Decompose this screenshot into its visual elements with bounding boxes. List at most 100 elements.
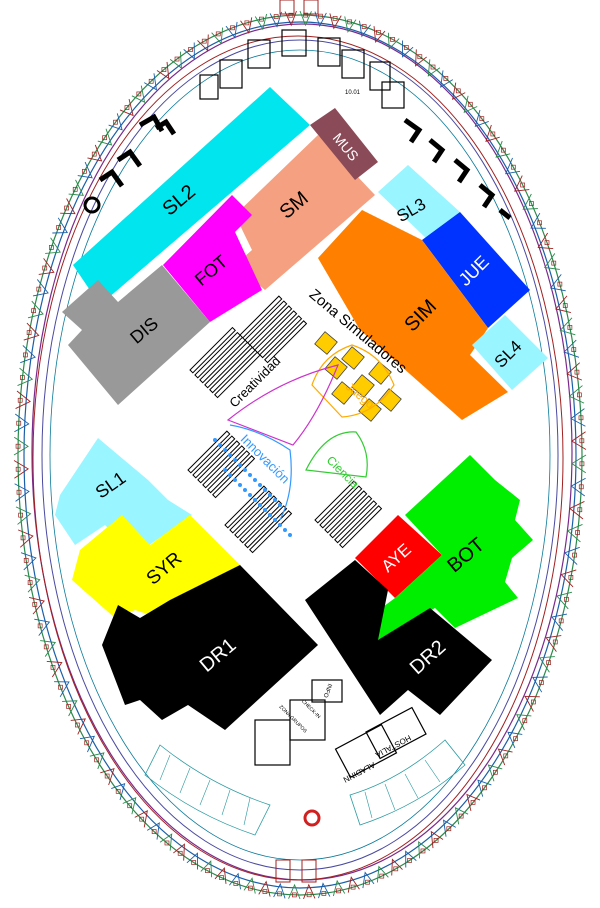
zone-jue[interactable]: JUE <box>422 212 530 328</box>
boundary-tooth <box>200 860 213 878</box>
boundary-tooth <box>186 852 198 870</box>
boundary-post <box>433 838 439 843</box>
boundary-post <box>513 736 518 742</box>
zone-dr2[interactable]: DR2 <box>305 560 492 715</box>
boundary-post <box>376 30 381 35</box>
zone-sim[interactable]: SIM <box>318 210 508 420</box>
boundary-tooth <box>474 109 489 128</box>
boundary-post <box>277 891 282 897</box>
seat-row <box>224 485 268 529</box>
seat-row <box>314 480 358 524</box>
innovation-seat <box>278 523 282 527</box>
boundary-tooth <box>70 718 86 735</box>
innovation-seat <box>248 493 252 497</box>
zone-mus[interactable]: MUS <box>310 108 378 180</box>
entrance-area: ALADINN HOSTALIA INFO CHECK-IN ZONA GRUP… <box>144 679 466 883</box>
boundary-tooth <box>173 843 185 861</box>
boundary-tooth <box>514 175 530 192</box>
boundary-post <box>188 47 193 52</box>
boundary-tooth <box>344 16 357 33</box>
boundary-post <box>262 889 268 894</box>
ciencia-area[interactable]: Ciencia <box>305 431 368 492</box>
boundary-tooth <box>156 61 170 80</box>
boundary-tooth <box>556 591 573 610</box>
boundary-tooth <box>100 768 115 786</box>
boundary-post <box>37 623 43 629</box>
seat-row <box>249 510 293 554</box>
boundary-post <box>115 788 121 794</box>
seat-row <box>339 505 383 549</box>
boundary-tooth <box>54 681 70 698</box>
seat-row <box>207 450 251 494</box>
boundary-post <box>443 76 449 81</box>
zone-sl4[interactable]: SL4 <box>472 315 548 390</box>
boundary-tooth <box>229 872 241 890</box>
zone-dis[interactable]: DIS <box>62 265 210 405</box>
boundary-tooth <box>532 676 548 693</box>
boundary-post <box>501 147 506 153</box>
boundary-post <box>531 699 536 705</box>
zone-sl3[interactable]: SL3 <box>378 165 460 240</box>
boundary-post <box>467 101 473 107</box>
boundary-post <box>579 461 585 467</box>
central-seating <box>187 295 383 554</box>
boundary-tooth <box>485 124 500 142</box>
boundary-tooth <box>284 10 297 27</box>
boundary-post <box>259 16 264 22</box>
boundary-post <box>510 164 516 170</box>
boundary-post <box>539 680 544 685</box>
aladinn-label: ALADINN <box>342 760 377 784</box>
boundary-tooth <box>13 460 29 479</box>
boundary-tooth <box>97 128 113 146</box>
boundary-post <box>407 858 412 863</box>
innovation-seat <box>213 438 217 442</box>
boundary-tooth <box>391 858 403 876</box>
boundary-post <box>520 182 526 188</box>
boundary-post <box>136 91 142 97</box>
seat-row <box>254 310 298 354</box>
innovation-seat <box>243 468 247 472</box>
innovation-seat <box>243 488 247 492</box>
boundary-post <box>558 618 564 624</box>
boundary-post <box>16 489 22 495</box>
boundary-post <box>164 840 170 846</box>
boundary-tooth <box>570 408 586 427</box>
seat-row <box>197 440 241 484</box>
boundary-tooth <box>34 618 51 636</box>
zone-dr1[interactable]: DR1 <box>102 565 318 730</box>
boundary-tooth <box>387 32 400 50</box>
zone-sl2[interactable]: SL2 <box>73 87 310 305</box>
boundary-post <box>56 225 61 230</box>
boundary-post <box>578 484 584 490</box>
seat-row <box>259 315 303 359</box>
boundary-post <box>557 281 563 287</box>
main-gate-icon <box>303 809 321 827</box>
boundary-tooth <box>314 11 327 28</box>
zone-bot[interactable]: BOT <box>372 455 533 640</box>
innovation-seat <box>223 468 227 472</box>
zone-fot[interactable]: FOT <box>163 195 262 322</box>
seat-row <box>194 331 241 379</box>
boundary-post <box>490 131 496 137</box>
boundary-post <box>94 757 99 763</box>
boundary-post <box>403 45 409 50</box>
boundary-tooth <box>131 85 146 103</box>
boundary-post <box>552 639 558 645</box>
juego-area-outline <box>311 344 395 418</box>
boundary-post <box>201 38 207 44</box>
boundary-post <box>219 875 224 880</box>
zone-aye[interactable]: AYE <box>355 515 442 598</box>
zone-sm[interactable]: SM <box>235 135 375 290</box>
boundary-tooth <box>564 546 580 565</box>
boundary-post <box>577 507 583 513</box>
boundary-tooth <box>89 752 105 770</box>
boundary-tooth <box>20 552 37 571</box>
zone-sl1[interactable]: SL1 <box>55 438 192 555</box>
boundary-post <box>350 884 356 890</box>
innovation-seat <box>218 443 222 447</box>
boundary-tooth <box>454 807 469 825</box>
boundary-tooth <box>214 866 227 884</box>
innovacion-label: Innovación <box>238 431 293 486</box>
innovation-seat <box>238 463 242 467</box>
boundary-tooth <box>20 345 36 364</box>
